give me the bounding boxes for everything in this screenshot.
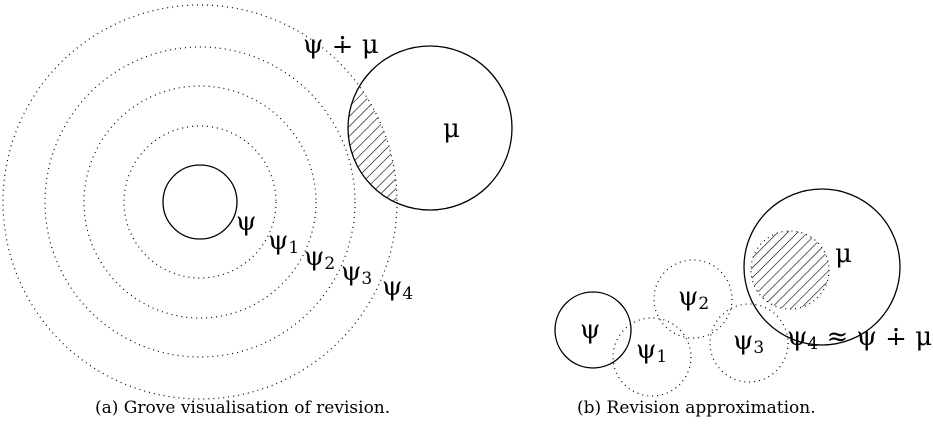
- label-psi-2-b: ψ2: [678, 282, 709, 314]
- label-psi: ψ: [236, 207, 256, 237]
- label-psi-3-b: ψ3: [733, 326, 764, 358]
- label-mu-b: μ: [835, 239, 852, 269]
- caption-a: (a) Grove visualisation of revision.: [95, 398, 391, 418]
- psi-circle-b: [554, 291, 632, 369]
- label-psi-dot-plus-mu: ψ ∔ μ: [303, 30, 379, 60]
- psi-1-circle: [612, 317, 692, 397]
- psi-2-circle: [653, 259, 733, 339]
- grove-sphere-3: [44, 46, 356, 358]
- label-psi-4-approx: ψ4 ≈ ψ ∔ μ: [787, 322, 932, 354]
- grove-sphere-4: [2, 4, 398, 400]
- label-psi-2: ψ2: [304, 242, 335, 274]
- grove-sphere-2: [83, 85, 317, 319]
- psi-4-circle: [750, 230, 830, 310]
- panel-b: ψ ψ1 ψ2 ψ3 ψ4 ≈ ψ ∔ μ μ: [554, 188, 932, 397]
- label-psi-b: ψ: [580, 315, 600, 345]
- psi-circle: [162, 164, 238, 240]
- psi-3-circle: [709, 303, 789, 383]
- grove-sphere-1: [123, 125, 277, 279]
- label-psi-1: ψ1: [268, 226, 299, 258]
- mu-circle: [347, 45, 513, 211]
- label-psi-1-b: ψ1: [636, 335, 667, 367]
- label-psi-4: ψ4: [382, 272, 413, 304]
- label-mu: μ: [443, 114, 460, 144]
- panel-a: ψ ∔ μ μ ψ ψ1 ψ2 ψ3 ψ4: [2, 4, 513, 400]
- revision-region-hatch: [348, 46, 397, 210]
- caption-b: (b) Revision approximation.: [577, 398, 816, 418]
- label-psi-3: ψ3: [341, 257, 372, 289]
- mu-circle-b: [743, 188, 901, 346]
